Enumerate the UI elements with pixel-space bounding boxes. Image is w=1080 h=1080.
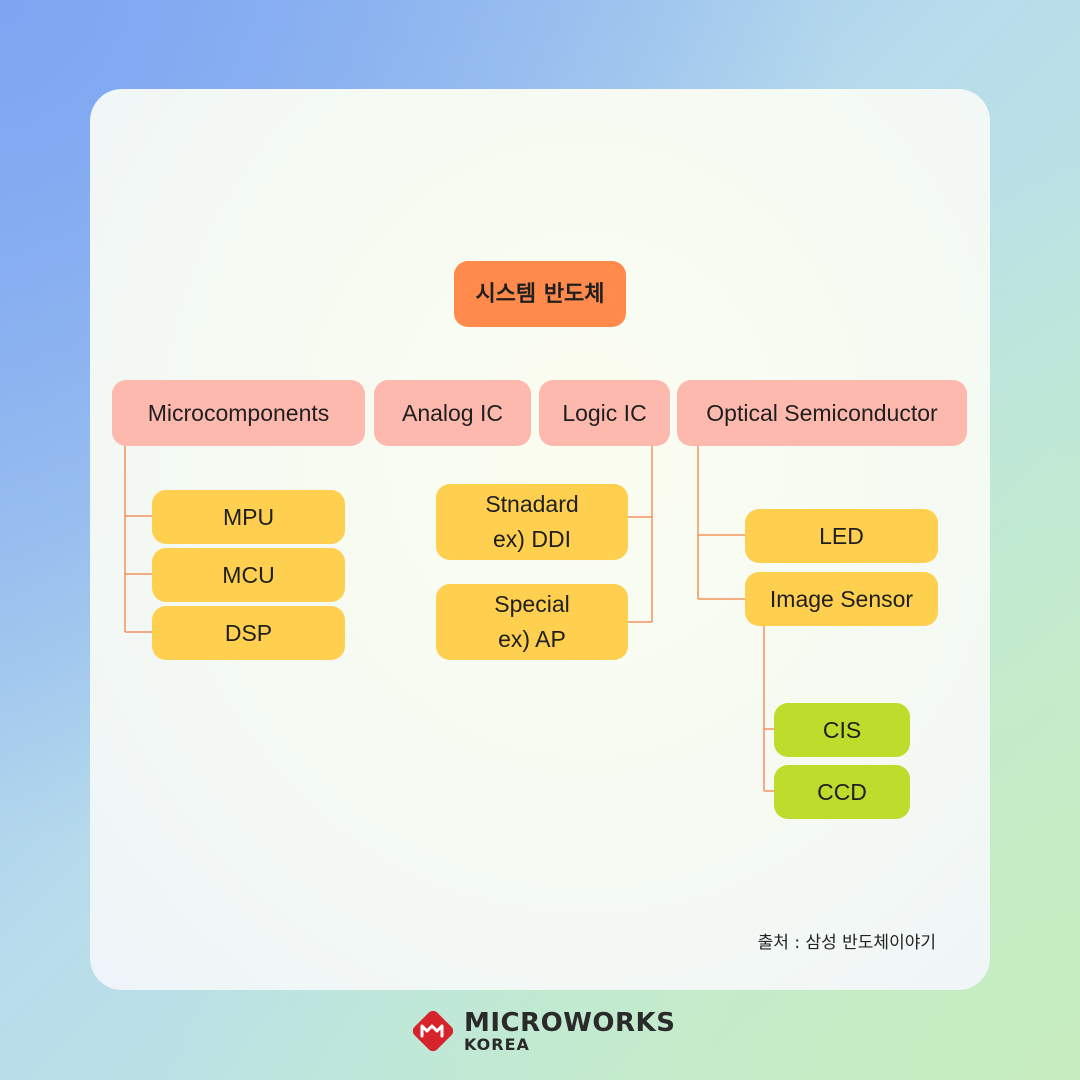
item-cis: CIS [774,703,910,757]
category-label: Optical Semiconductor [706,399,938,426]
category-analog-ic: Analog IC [374,380,531,446]
connector-sensor [763,618,774,792]
item-standard: Stnadard ex) DDI [436,484,628,560]
microworks-logo-icon [412,1010,454,1052]
item-special: Special ex) AP [436,584,628,660]
item-label: MCU [222,561,275,588]
category-logic-ic: Logic IC [539,380,670,446]
item-label: MPU [222,503,275,530]
item-dsp: DSP [152,606,345,660]
source-credit: 출처 : 삼성 반도체이야기 [757,933,936,953]
item-mpu: MPU [152,490,345,544]
category-optical-semiconductor: Optical Semiconductor [677,380,967,446]
root-label: 시스템 반도체 [475,281,605,307]
category-label: Logic IC [562,399,647,426]
item-label: Image Sensor [769,585,914,612]
item-image-sensor: Image Sensor [745,572,938,626]
connector-optical [697,445,745,600]
item-label: LED [819,522,864,549]
connector-micro [124,445,152,633]
item-label-line1: Stnadard [485,491,579,517]
category-label: Analog IC [401,399,503,426]
logo-subtitle: KOREA [464,1034,530,1054]
microworks-logo: MICROWORKS KOREA [410,1008,675,1054]
item-label: CCD [817,778,867,805]
item-label: DSP [224,619,273,646]
item-label-line2: ex) AP [498,626,566,652]
item-label-line1: Special [494,591,570,617]
logo-wordmark: MICROWORKS [464,1007,676,1038]
item-mcu: MCU [152,548,345,602]
item-label: CIS [822,716,862,743]
category-label: Microcomponents [147,399,330,426]
item-led: LED [745,509,938,563]
item-label-line2: ex) DDI [493,526,571,552]
item-ccd: CCD [774,765,910,819]
root-node: 시스템 반도체 [454,261,626,327]
category-microcomponents: Microcomponents [112,380,365,446]
